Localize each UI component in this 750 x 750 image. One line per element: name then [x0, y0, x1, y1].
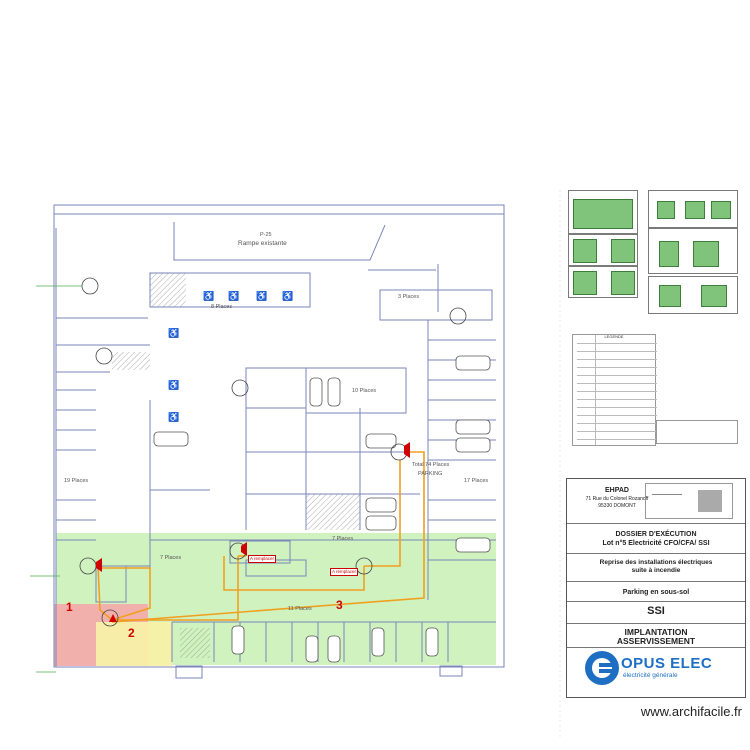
watermark-text: www.archifacile.fr — [640, 704, 742, 719]
zone-yellow — [96, 622, 172, 666]
ssi-devices — [96, 442, 410, 622]
legend-title: LEGENDE — [604, 334, 624, 339]
schematic-panel-1 — [568, 190, 638, 234]
external-lines — [30, 285, 82, 673]
level: Parking en sous-sol — [622, 589, 690, 596]
zone-3-number: 3 — [336, 598, 343, 612]
company-name: OPUS ELEC — [621, 655, 713, 672]
replace-tag-1: A remplacer — [248, 555, 277, 563]
places-7b: 7 Places — [332, 536, 354, 542]
places-19: 19 Places — [64, 478, 89, 484]
implantation: IMPLANTATION — [624, 627, 688, 637]
company-subtitle: électricité générale — [623, 672, 678, 679]
accessible-icons: ♿ ♿ ♿ ♿ ♿ ♿ ♿ — [168, 290, 293, 422]
svg-text:♿: ♿ — [168, 411, 179, 422]
places-17: 17 Places — [464, 478, 489, 484]
lot: Lot n°5 Electricité CFO/CFA/ SSI — [602, 540, 710, 547]
ramp-label: Rampe existante — [238, 240, 287, 247]
svg-text:♿: ♿ — [282, 290, 293, 301]
legend-table: LEGENDE — [572, 334, 657, 446]
svg-text:♿: ♿ — [256, 290, 267, 301]
replace-tag-2: A remplacer — [330, 568, 359, 576]
zone-1-number: 1 — [66, 600, 73, 614]
schematic-panel-2 — [568, 234, 638, 266]
hatch-1 — [150, 273, 186, 307]
places-10: 10 Places — [352, 388, 377, 394]
ssi-wiring — [97, 451, 425, 623]
ramp-code: P-25 — [260, 232, 272, 238]
walls — [53, 204, 505, 679]
hatch-3 — [180, 628, 210, 658]
dossier: DOSSIER D'EXÉCUTION — [615, 531, 697, 538]
system: SSI — [647, 605, 665, 617]
asservissement: ASSERVISSEMENT — [616, 636, 696, 646]
title-block: EHPAD 71 Rue du Colonel Rozanoff 95330 D… — [566, 478, 746, 698]
reprise-1: Reprise des installations électriques — [599, 559, 713, 566]
hatch-4 — [112, 352, 150, 370]
project-name: EHPAD — [605, 487, 629, 494]
zone-2-number: 2 — [128, 626, 135, 640]
schematic-panel-4 — [648, 190, 738, 228]
places-8: 8 Places — [211, 304, 233, 310]
site-plan-thumbnail — [645, 483, 733, 519]
schematic-panel-5 — [648, 228, 738, 274]
svg-text:♿: ♿ — [168, 379, 179, 390]
schematic-panel-3 — [568, 266, 638, 298]
opus-elec-logo-icon — [585, 651, 619, 685]
places-3: 3 Places — [398, 294, 420, 300]
svg-text:♿: ♿ — [228, 290, 239, 301]
schematic-panel-6 — [648, 276, 738, 314]
hatch-2 — [306, 494, 360, 530]
reprise-2: suite à incendie — [631, 567, 681, 574]
cars — [153, 355, 491, 663]
address-2: 95330 DOMONT — [598, 503, 636, 509]
svg-text:♿: ♿ — [203, 290, 214, 301]
total-places: Total 74 Places — [412, 462, 450, 468]
address-1: 71 Rue du Colonel Rozanoff — [585, 496, 649, 502]
svg-text:♿: ♿ — [168, 327, 179, 338]
places-7a: 7 Places — [160, 555, 182, 561]
parking-label: PARKING — [418, 471, 443, 477]
places-11: 11 Places — [288, 606, 312, 612]
control-board-image — [573, 199, 633, 229]
legend-notes — [656, 420, 738, 444]
